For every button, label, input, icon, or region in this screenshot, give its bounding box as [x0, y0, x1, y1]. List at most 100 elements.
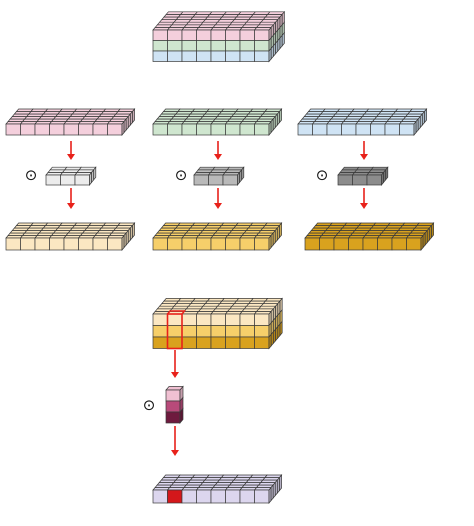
front-cell: [391, 237, 407, 251]
top-cell: [210, 27, 229, 31]
top-cell: [156, 482, 175, 486]
top-cell: [52, 230, 72, 234]
top-cell: [218, 477, 237, 481]
top-cell: [260, 113, 279, 117]
top-cell: [223, 11, 242, 15]
top-cell: [195, 235, 214, 239]
front-cell: [165, 389, 181, 402]
top-cell: [202, 113, 221, 117]
front-cell: [107, 123, 123, 136]
top-cell: [245, 113, 264, 117]
top-cell: [84, 227, 103, 231]
top-cell: [177, 298, 196, 302]
top-cell: [110, 230, 130, 234]
top-cell: [308, 230, 327, 234]
top-cell: [365, 108, 384, 112]
front-cell: [225, 489, 241, 504]
top-cell: [220, 108, 239, 112]
top-cell: [59, 108, 78, 112]
top-cell: [373, 116, 393, 120]
front-cell: [239, 325, 255, 338]
front-cell: [167, 325, 183, 338]
front-cell: [326, 123, 342, 136]
top-cell: [322, 230, 342, 234]
top-cell: [368, 169, 387, 173]
top-cell: [407, 111, 426, 115]
top-cell: [387, 222, 406, 226]
top-cell: [264, 14, 283, 18]
front-cell: [210, 325, 226, 338]
top-cell: [359, 116, 378, 120]
top-cell: [160, 225, 179, 229]
front-cell: [239, 336, 255, 349]
top-cell: [241, 484, 260, 488]
top-cell: [26, 227, 45, 231]
top-cell: [257, 230, 277, 234]
top-cell: [356, 225, 375, 229]
top-cell: [40, 113, 59, 117]
top-cell: [195, 169, 214, 173]
front-cell: [254, 50, 270, 62]
front-cell: [181, 336, 197, 349]
top-cell: [212, 308, 231, 312]
top-cell: [170, 482, 190, 486]
top-cell: [168, 232, 187, 236]
front-cell: [210, 237, 226, 251]
top-cell: [181, 27, 200, 31]
top-cell: [202, 479, 221, 483]
top-cell: [322, 108, 341, 112]
top-cell: [376, 235, 395, 239]
top-cell: [183, 24, 202, 28]
front-cell: [107, 237, 123, 251]
top-cell: [233, 111, 252, 115]
front-cell: [254, 489, 270, 504]
top-cell: [163, 298, 182, 302]
top-cell: [318, 113, 337, 117]
top-cell: [173, 227, 192, 231]
top-cell: [36, 118, 55, 122]
top-cell: [312, 225, 331, 229]
top-cell: [50, 118, 69, 122]
top-cell: [65, 232, 84, 236]
top-cell: [266, 11, 286, 15]
top-cell: [354, 227, 373, 231]
front-cell: [181, 313, 197, 326]
top-cell: [339, 227, 358, 231]
front-cell: [152, 325, 168, 338]
top-cell: [191, 474, 210, 478]
top-cell: [190, 16, 209, 20]
top-cell: [77, 235, 96, 239]
side-cell: [279, 320, 283, 337]
top-cell: [162, 222, 181, 226]
front-cell: [337, 174, 353, 186]
top-cell: [214, 305, 233, 310]
top-cell: [154, 118, 173, 122]
front-cell: [152, 29, 168, 41]
top-cell: [412, 227, 431, 231]
top-cell: [214, 482, 233, 486]
front-cell: [181, 123, 197, 136]
top-cell: [224, 27, 243, 31]
top-cell: [175, 111, 194, 115]
front-cell: [377, 237, 393, 251]
front-cell: [196, 29, 212, 41]
top-cell: [187, 479, 206, 483]
top-cell: [23, 116, 43, 120]
top-cell: [212, 484, 231, 488]
top-cell: [191, 108, 210, 112]
top-cell: [171, 21, 190, 26]
top-cell: [341, 225, 360, 229]
top-cell: [187, 113, 206, 117]
top-cell: [206, 222, 225, 226]
top-cell: [55, 113, 74, 117]
top-cell: [152, 27, 171, 31]
top-cell: [199, 116, 219, 120]
top-cell: [395, 230, 414, 234]
top-cell: [195, 121, 214, 125]
front-cell: [196, 313, 212, 326]
top-cell: [170, 116, 190, 120]
top-cell: [79, 118, 98, 122]
top-cell: [399, 225, 418, 229]
top-cell: [74, 172, 93, 176]
top-cell: [48, 235, 67, 239]
